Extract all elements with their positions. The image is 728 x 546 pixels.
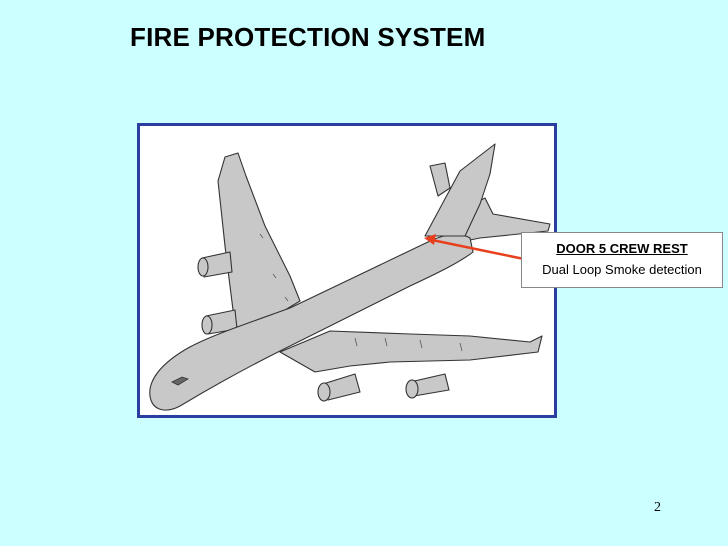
- left-wing: [217, 152, 301, 332]
- fuselage: [149, 233, 474, 411]
- slide-title: FIRE PROTECTION SYSTEM: [130, 22, 486, 52]
- page-number: 2: [654, 500, 661, 515]
- near-engine-outer: [405, 373, 450, 399]
- right-wing: [279, 330, 543, 373]
- near-engine-inner: [317, 373, 361, 402]
- vertical-fin: [424, 143, 496, 237]
- callout-arrow: [424, 234, 525, 261]
- callout-text: Dual Loop Smoke detection: [542, 262, 702, 277]
- far-engine-outer: [197, 251, 233, 278]
- airplane-icon: [149, 143, 551, 411]
- aircraft-figure: [137, 123, 557, 418]
- callout-title: DOOR 5 CREW REST: [556, 241, 688, 256]
- door-5-callout: DOOR 5 CREW REST Dual Loop Smoke detecti…: [521, 232, 723, 288]
